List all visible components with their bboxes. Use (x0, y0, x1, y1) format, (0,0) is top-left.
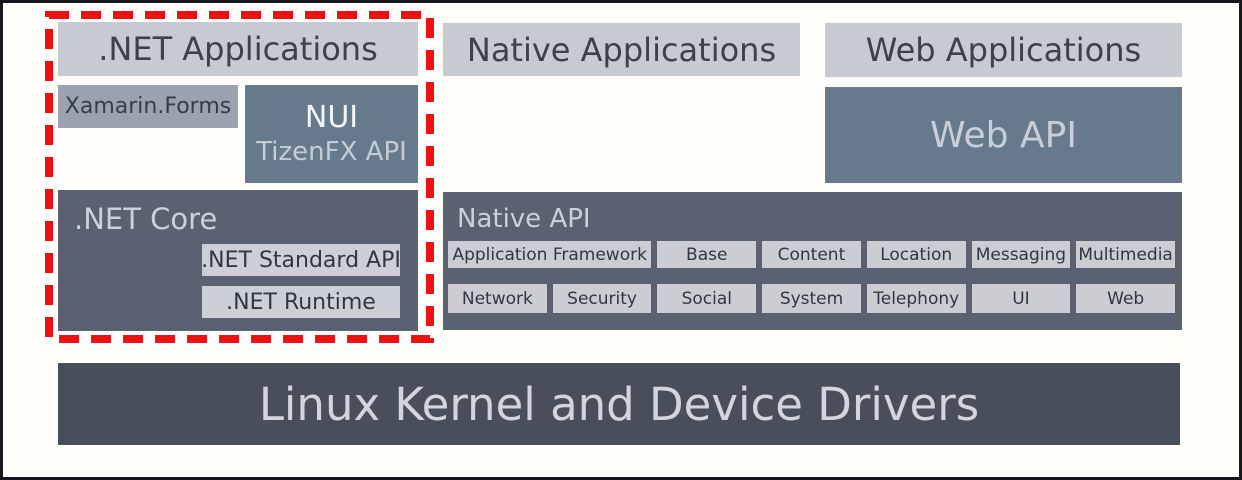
web-api-box: Web API (825, 87, 1182, 183)
native-api-module: UI (971, 284, 1071, 313)
dotnet-core-items: .NET Standard API .NET Runtime (201, 244, 401, 318)
web-applications-header: Web Applications (825, 23, 1182, 77)
dotnet-core-item: .NET Runtime (202, 286, 400, 318)
native-api-module: Network (448, 284, 547, 313)
dotnet-applications-header: .NET Applications (58, 22, 418, 76)
native-api-module: Location (866, 241, 966, 268)
native-api-module: Base (657, 241, 757, 268)
nui-tizenfx-box: NUI TizenFX API (245, 85, 418, 183)
native-api-module: Social (657, 284, 757, 313)
native-api-module: Security (552, 284, 652, 313)
native-api-title: Native API (457, 204, 591, 234)
native-api-module: Application Framework (448, 241, 652, 268)
dotnet-highlight-dashed-border (45, 11, 434, 343)
native-api-module: Messaging (971, 241, 1071, 268)
native-api-module: System (762, 284, 861, 313)
tizenfx-api-subtitle: TizenFX API (256, 137, 407, 167)
linux-kernel-box: Linux Kernel and Device Drivers (58, 363, 1180, 445)
dotnet-core-box: .NET Core .NET Standard API .NET Runtime (58, 190, 418, 331)
native-api-module: Multimedia (1076, 241, 1175, 268)
xamarin-forms-box: Xamarin.Forms (58, 85, 238, 128)
native-api-module: Content (762, 241, 861, 268)
native-applications-header: Native Applications (443, 23, 800, 76)
native-api-module: Web (1076, 284, 1176, 313)
native-api-module: Telephony (866, 284, 966, 313)
nui-title: NUI (304, 100, 359, 135)
dotnet-core-title: .NET Core (74, 202, 218, 236)
dotnet-core-item: .NET Standard API (201, 244, 401, 276)
